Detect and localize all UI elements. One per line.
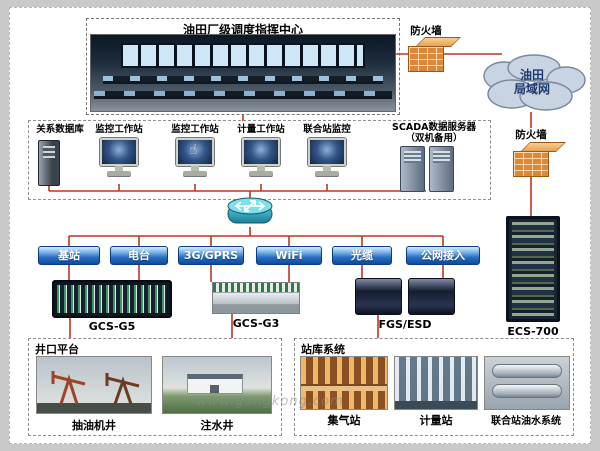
comm-node-3g-gprs: 3G/GPRS (178, 246, 244, 265)
lan-cloud-label: 油田 局域网 (476, 50, 588, 116)
pumpjack-silhouette-icon (37, 357, 151, 413)
firewall-bricks (408, 46, 444, 72)
operator-desks-row1 (103, 76, 383, 84)
monitor-workstation2-label: 监控工作站 (171, 124, 219, 135)
gcs-g5-device (52, 280, 172, 318)
cloud-label-line2: 局域网 (513, 82, 550, 96)
station-system-title: 站库系统 (301, 343, 345, 356)
fgs-esd-device (355, 278, 455, 315)
watermark: www.gongkong.com (196, 394, 344, 409)
firewall-bricks (513, 151, 549, 177)
monitor-icon (100, 138, 138, 186)
comm-node-wifi: WiFi (256, 246, 322, 265)
wellhead-platform-box: 井口平台 (28, 338, 282, 436)
db-workstation-label: 关系数据库 (36, 124, 84, 135)
dispatch-center-title: 油田厂级调度指挥中心 (182, 23, 303, 37)
gcs-g3-device (212, 282, 300, 314)
firewall-right-label: 防火墙 (515, 129, 547, 141)
pumpjack-well-photo (36, 356, 152, 414)
tank (491, 364, 563, 378)
metering-station-photo (394, 356, 478, 410)
monitor-screen (100, 138, 138, 166)
monitor-icon (308, 138, 346, 186)
server-icon (400, 146, 454, 192)
station-monitoring-label: 联合站监控 (303, 124, 351, 135)
gas-gathering-station-label: 集气站 (327, 414, 361, 427)
comm-node-base-station: 基站 (38, 246, 100, 265)
comm-node-fiber: 光缆 (332, 246, 392, 265)
oil-water-system-label: 联合站油水系统 (491, 416, 561, 427)
monitor-icon (242, 138, 280, 186)
control-room-photo (90, 34, 396, 112)
gcs-g5-label: GCS-G5 (88, 320, 136, 333)
scada-server-label-line2: （双机备用） (405, 133, 463, 145)
gas-gathering-station-photo (300, 356, 388, 410)
monitor-screen (242, 138, 280, 166)
operator-desks-row2 (94, 91, 392, 99)
comm-node-public-network: 公网接入 (406, 246, 480, 265)
firewall-right-icon (513, 142, 566, 178)
gcs-g3-label: GCS-G3 (232, 317, 280, 330)
router-icon (226, 196, 274, 232)
pumpjack-well-label: 抽油机井 (72, 419, 116, 432)
well-building (186, 373, 243, 394)
comm-node-radio: 电台 (110, 246, 168, 265)
metering-station-label: 计量站 (419, 414, 453, 427)
scada-server-label: SCADA数据服务器 （双机备用） (381, 122, 487, 145)
video-wall (121, 42, 365, 69)
computer-tower-icon (38, 140, 60, 186)
monitor-workstation1-label: 监控工作站 (95, 124, 143, 135)
metering-workstation-label: 计量工作站 (237, 124, 285, 135)
wellhead-platform-title: 井口平台 (35, 343, 79, 356)
lan-cloud: 油田 局域网 (476, 50, 588, 116)
monitor-icon: ☝ (176, 138, 214, 186)
tank (491, 384, 563, 398)
firewall-top-label: 防火墙 (410, 25, 442, 37)
injection-well-photo (162, 356, 272, 414)
station-system-box: 站库系统 (294, 338, 574, 436)
cloud-label-line1: 油田 (519, 68, 544, 83)
oil-water-system-photo (484, 356, 570, 410)
monitor-screen (308, 138, 346, 166)
injection-well-label: 注水井 (200, 419, 234, 432)
scada-server-label-line1: SCADA数据服务器 (392, 122, 476, 133)
ecs-700-label: ECS-700 (507, 325, 559, 338)
fgs-esd-label: FGS/ESD (378, 318, 432, 331)
ecs-700-device (506, 216, 560, 322)
firewall-top-icon (408, 37, 461, 73)
hand-cursor-icon: ☝ (189, 142, 198, 158)
